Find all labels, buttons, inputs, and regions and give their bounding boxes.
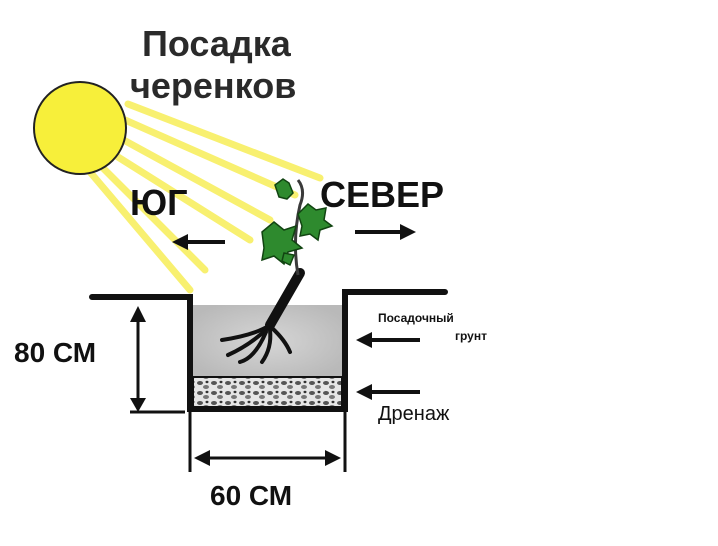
planting-soil [193,305,342,377]
cutting-plant [220,179,305,364]
width-dimension [188,412,347,472]
north-arrow-icon [355,224,416,240]
width-label: 60 СМ [210,480,292,511]
title-line-2: черенков [130,65,296,106]
south-arrow-icon [172,234,225,250]
drainage-pointer-arrow-icon [356,384,420,400]
sun-rays [86,100,324,294]
north-label: СЕВЕР [320,174,444,215]
leaves-icon [261,178,334,267]
soil-label-line-1: Посадочный [378,311,454,325]
ground-surface [89,289,448,411]
soil-label-line-2: грунт [455,329,487,343]
drainage-label: Дренаж [378,403,450,425]
sun-icon [33,81,127,175]
depth-label: 80 СМ [14,337,96,368]
soil-pointer-arrow-icon [356,332,420,348]
south-label: ЮГ [130,182,188,223]
drainage-layer [192,376,343,408]
title-line-1: Посадка [142,23,292,64]
depth-dimension [130,306,185,414]
